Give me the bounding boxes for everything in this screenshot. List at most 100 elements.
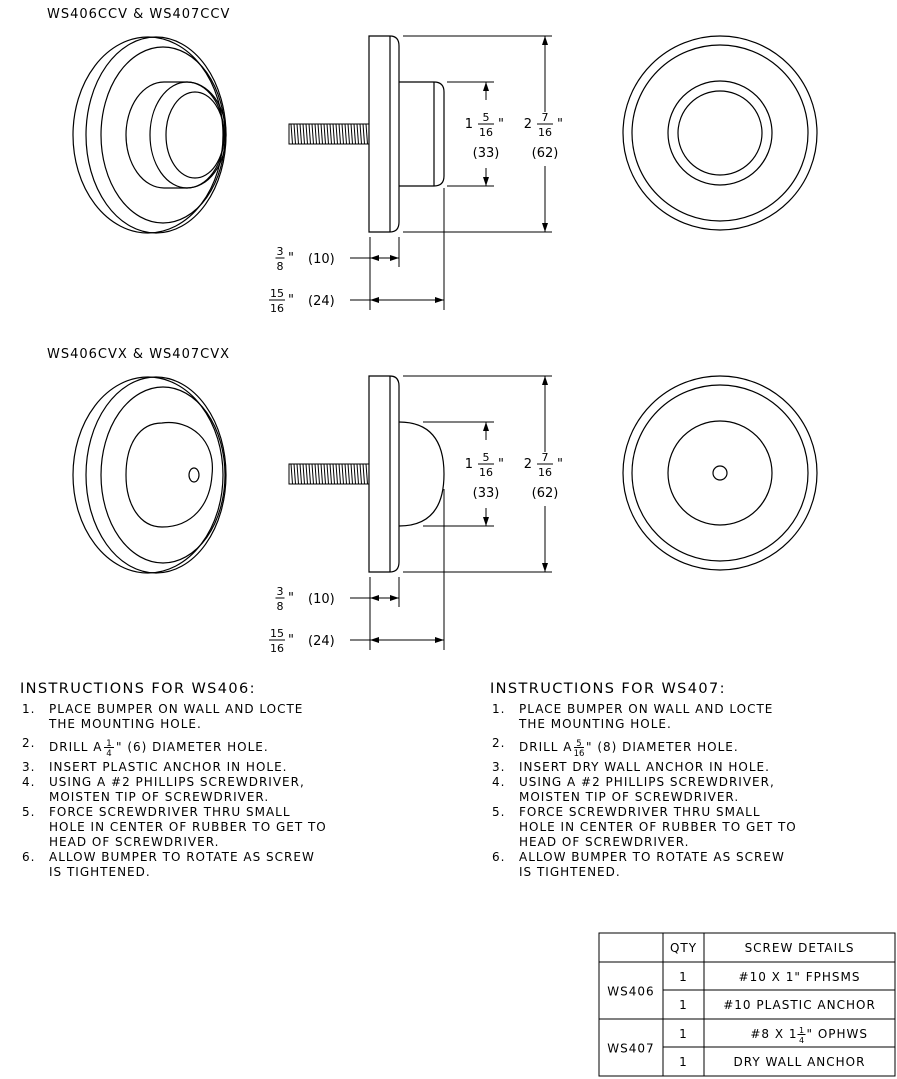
screw-thread	[335, 123, 338, 145]
base-back-edge	[72, 376, 224, 574]
screw-thread	[308, 123, 311, 145]
step-number: 1.	[22, 702, 35, 716]
screw-thread	[320, 463, 323, 485]
screw-thread	[347, 463, 350, 485]
dim-base-thickness-fraction: 38	[275, 585, 285, 613]
step-number: 6.	[492, 850, 505, 864]
step-text: DRILL A	[49, 740, 103, 754]
bumper-profile	[398, 421, 445, 527]
step-text: THE MOUNTING HOLE.	[48, 717, 202, 731]
view-title: WS406CCV & WS407CCV	[47, 7, 230, 22]
screw-thread	[341, 463, 344, 485]
screw-thread	[344, 123, 347, 145]
base-inner-circle	[631, 384, 809, 562]
screw-thread	[362, 123, 365, 145]
screw-thread	[359, 123, 362, 145]
front-view	[622, 35, 818, 231]
dim-base-height-fraction: 716	[537, 111, 553, 139]
arrowhead-left	[370, 595, 379, 601]
fraction-denominator: 16	[479, 126, 493, 139]
step-text: HEAD OF SCREWDRIVER.	[49, 835, 219, 849]
base-inner-circle	[631, 44, 809, 222]
arrowhead-down	[483, 517, 489, 526]
step-text: IS TIGHTENED.	[519, 865, 621, 879]
screw-thread	[350, 123, 353, 145]
arrowhead-up	[542, 36, 548, 45]
screw-thread	[293, 463, 296, 485]
fraction-numerator: 3	[277, 245, 284, 258]
step-number: 2.	[492, 736, 505, 750]
screw-thread	[311, 463, 314, 485]
screw-thread	[317, 123, 320, 145]
dim-bumper-height-metric: (33)	[473, 486, 500, 501]
bumper-body	[125, 81, 227, 189]
table-detail-cell: #8 X 1	[750, 1027, 797, 1041]
screw-thread	[314, 123, 317, 145]
screw-thread	[365, 463, 368, 485]
screw-thread	[353, 463, 356, 485]
bumper-circle	[667, 80, 773, 186]
base-outer-circle	[622, 375, 818, 571]
bumper-rim	[149, 81, 225, 189]
screw-thread	[302, 463, 305, 485]
base-face	[100, 386, 226, 564]
step-number: 2.	[22, 736, 35, 750]
bumper-dome	[125, 421, 213, 528]
step-text: " (8) DIAMETER HOLE.	[586, 740, 739, 754]
arrowhead-down	[542, 223, 548, 232]
dim-base-thickness-metric: (10)	[308, 252, 335, 267]
screw-thread	[299, 463, 302, 485]
bumper-concave-face	[165, 91, 225, 179]
fraction-denominator: 16	[538, 126, 552, 139]
view-title: WS406CVX & WS407CVX	[47, 347, 230, 362]
table-model-cell: WS407	[607, 1042, 654, 1056]
step-text: MOISTEN TIP OF SCREWDRIVER.	[49, 790, 269, 804]
screw-thread	[341, 123, 344, 145]
step-text: INSERT DRY WALL ANCHOR IN HOLE.	[519, 760, 770, 774]
fraction-denominator: 16	[479, 466, 493, 479]
dim-whole: 1	[465, 117, 473, 132]
fraction-numerator: 15	[270, 627, 284, 640]
screw-thread	[296, 463, 299, 485]
screw-thread	[359, 463, 362, 485]
dim-overall-depth-metric: (24)	[308, 634, 335, 649]
screw-thread	[290, 123, 293, 145]
table-qty-cell: 1	[679, 970, 688, 984]
screw-thread	[338, 463, 341, 485]
dim-inch-mark: "	[288, 591, 294, 606]
dim-whole: 2	[524, 457, 532, 472]
table-header-details: SCREW DETAILS	[745, 941, 855, 955]
table-border	[598, 932, 896, 1077]
screw-thread	[302, 123, 305, 145]
arrowhead-right	[435, 297, 444, 303]
arrowhead-down	[483, 177, 489, 186]
fraction-denominator: 16	[270, 302, 284, 315]
screw-thread	[347, 123, 350, 145]
screw-thread	[311, 123, 314, 145]
screw-thread	[356, 463, 359, 485]
dim-bumper-height-fraction: 516	[478, 451, 494, 479]
arrowhead-up	[483, 422, 489, 431]
screw-thread	[305, 463, 308, 485]
arrowhead-left	[370, 255, 379, 261]
dim-base-height-fraction: 716	[537, 451, 553, 479]
table-detail-cell: #10 PLASTIC ANCHOR	[723, 998, 876, 1012]
step-fraction: 516	[574, 739, 585, 759]
step-text: INSERT PLASTIC ANCHOR IN HOLE.	[49, 760, 287, 774]
fraction-numerator: 7	[542, 451, 549, 464]
fraction-denominator: 16	[538, 466, 552, 479]
step-text: PLACE BUMPER ON WALL AND LOCTE	[519, 702, 773, 716]
instruction-step: 4.USING A #2 PHILLIPS SCREWDRIVER,MOISTE…	[492, 775, 774, 804]
dim-base-thickness-fraction: 38	[275, 245, 285, 273]
screw-thread	[299, 123, 302, 145]
